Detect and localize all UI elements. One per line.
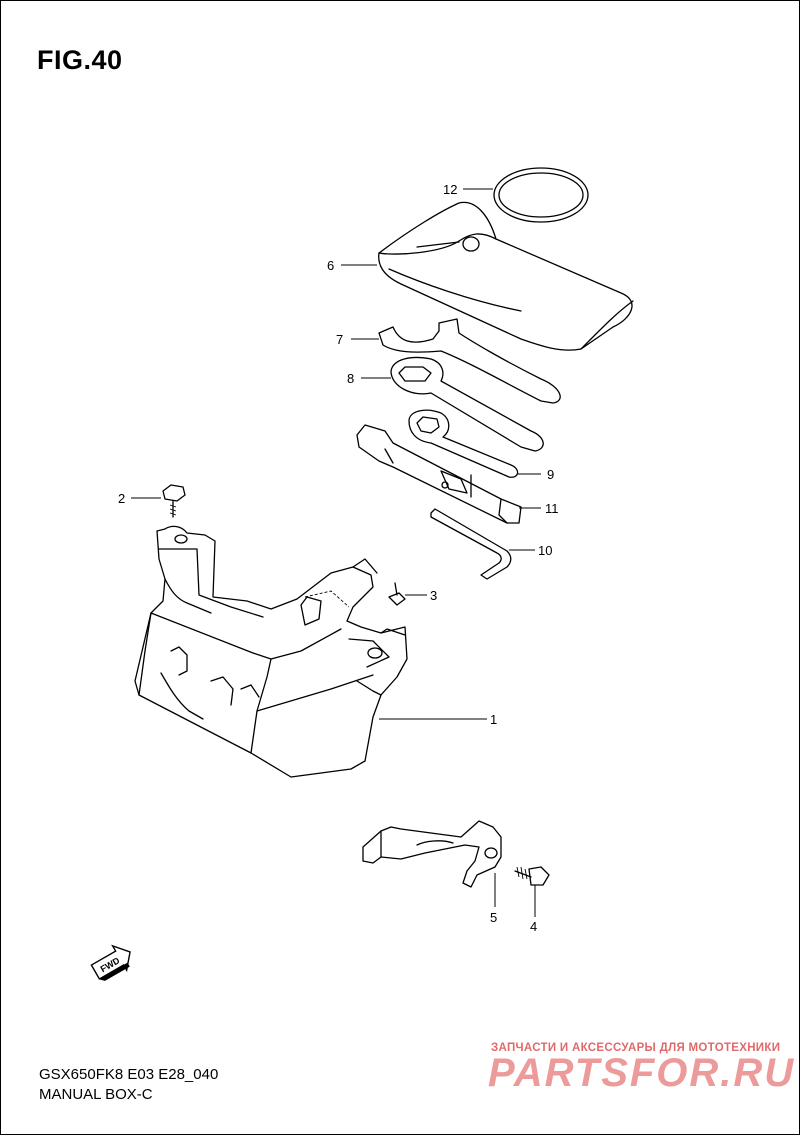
callout-1: 1: [490, 712, 497, 727]
model-code: GSX650FK8 E03 E28_040: [39, 1066, 219, 1083]
callout-4: 4: [530, 919, 537, 934]
part-4-bolt[interactable]: [514, 866, 550, 886]
callout-6: 6: [327, 258, 334, 273]
callout-3: 3: [430, 588, 437, 603]
part-1-manual-box[interactable]: [134, 525, 408, 778]
callout-12: 12: [443, 182, 457, 197]
watermark-logo: PARTSFOR.RU: [488, 1051, 796, 1095]
callout-10: 10: [538, 543, 552, 558]
callout-8: 8: [347, 371, 354, 386]
callout-7: 7: [336, 332, 343, 347]
part-2-bolt[interactable]: [162, 484, 186, 518]
part-10-hex-key[interactable]: [430, 508, 512, 580]
part-11-plug-wrench[interactable]: [356, 424, 522, 524]
callout-5: 5: [490, 910, 497, 925]
part-5-bracket[interactable]: [362, 820, 502, 888]
watermark-tagline: ЗАПЧАСТИ И АКСЕССУАРЫ ДЛЯ МОТОТЕХНИКИ: [491, 1042, 781, 1054]
callout-11: 11: [545, 501, 559, 516]
part-8-wrench[interactable]: [390, 356, 544, 452]
part-9-wrench[interactable]: [408, 409, 519, 478]
part-7-spanner[interactable]: [378, 318, 561, 404]
callout-labels: 12 6 7 8 9 11 10 2 3 1 5 4: [118, 182, 559, 934]
part-12-ring[interactable]: [493, 167, 589, 223]
part-3-screw[interactable]: [388, 582, 406, 606]
callout-9: 9: [547, 467, 554, 482]
leader-lines: [131, 188, 541, 917]
callout-2: 2: [118, 491, 125, 506]
part-6-tool-bag[interactable]: [378, 201, 634, 351]
section-name: MANUAL BOX-C: [39, 1086, 153, 1103]
figure-title: FIG.40: [37, 45, 123, 75]
forward-arrow-icon: FWD: [90, 944, 131, 981]
